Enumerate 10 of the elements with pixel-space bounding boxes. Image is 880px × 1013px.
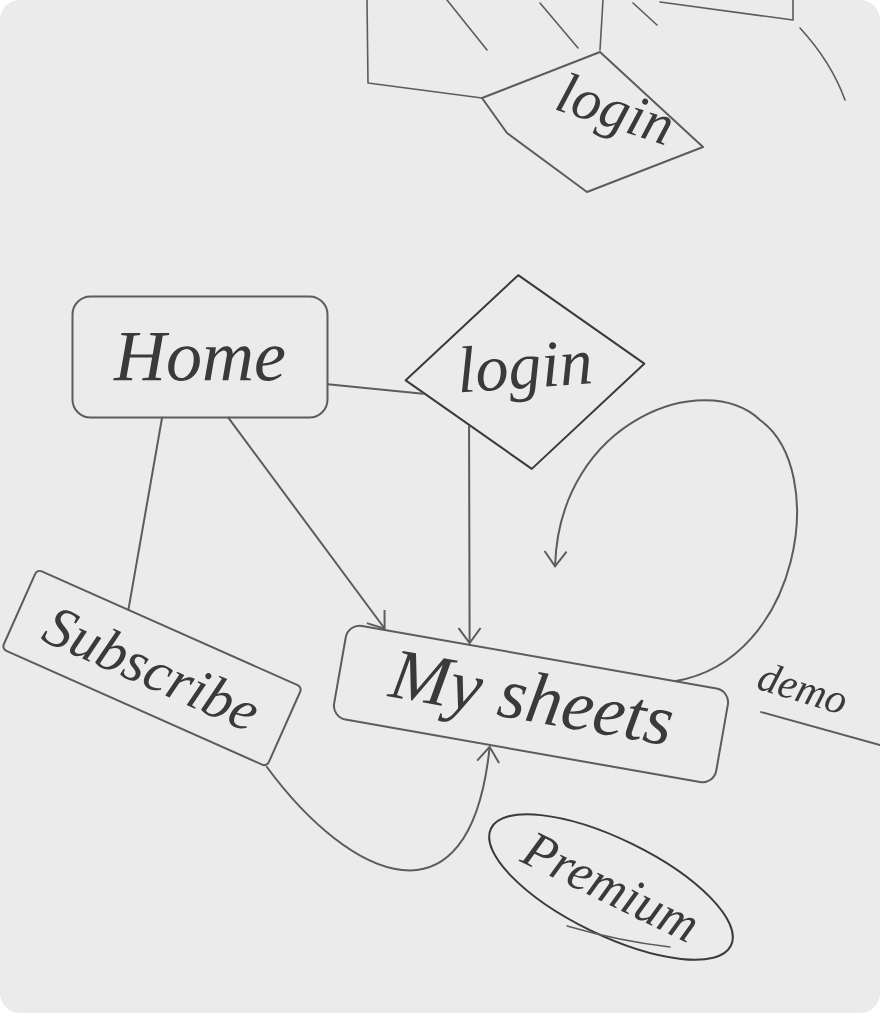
- process-box: Home: [71, 295, 329, 419]
- curved-arrow: [265, 745, 501, 871]
- connector-line: [326, 383, 425, 395]
- process-box: My sheets: [332, 624, 730, 784]
- curved-arrow: [543, 399, 798, 683]
- connector-line: [127, 416, 164, 611]
- arrow: [227, 416, 386, 630]
- underlined-label: demo: [757, 664, 880, 746]
- pentagon-node: login: [481, 51, 704, 193]
- arrow: [457, 425, 482, 645]
